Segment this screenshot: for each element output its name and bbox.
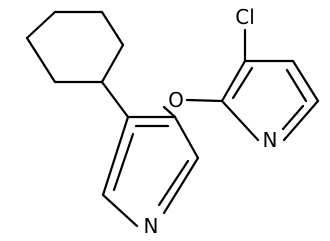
bond (282, 99, 320, 142)
bond (281, 104, 305, 131)
bond (162, 156, 200, 215)
bond (100, 10, 125, 47)
atom-labels: Cl O N N (144, 5, 278, 238)
bond (220, 99, 260, 142)
bond (231, 66, 254, 100)
bond (100, 43, 125, 84)
bond (25, 10, 57, 40)
bond (100, 80, 130, 119)
bond (285, 68, 308, 103)
bonds (25, 10, 320, 228)
bond (173, 115, 200, 160)
bond (101, 193, 139, 228)
bond (185, 98, 224, 103)
bond (101, 115, 130, 197)
bond (220, 59, 247, 103)
bond (157, 159, 190, 207)
bond (291, 59, 320, 103)
chlorine-label: Cl (235, 5, 255, 29)
bond (112, 132, 135, 192)
bond (162, 105, 177, 119)
oxygen-label: O (168, 88, 184, 112)
nitrogen-label-upper-ring: N (263, 128, 278, 152)
nitrogen-label-lower-ring: N (144, 214, 159, 238)
bond (25, 36, 57, 84)
